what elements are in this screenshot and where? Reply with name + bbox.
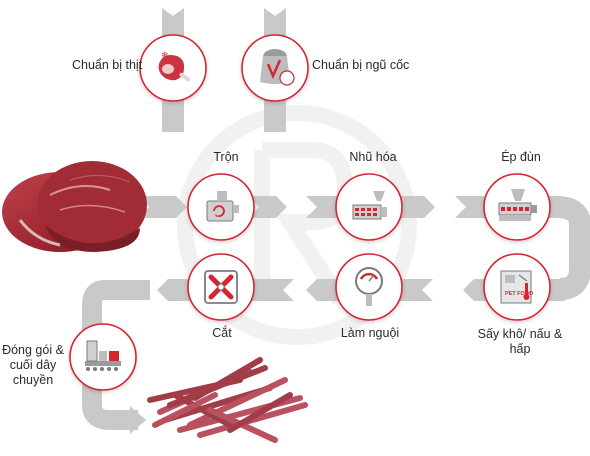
step-cool: [335, 253, 403, 321]
thermometer-gauge-icon: [355, 267, 383, 306]
label-cool: Làm nguội: [340, 326, 400, 340]
emulsifier-machine-icon: [352, 191, 387, 220]
raw-meat-image: [2, 161, 147, 252]
meat-snowflake-icon: ❄: [158, 51, 191, 82]
dryer-oven-icon: [500, 270, 532, 304]
pet-food-text: PET FOOD: [504, 291, 534, 297]
step-extrude: [483, 173, 551, 241]
label-extrude: Ép đùn: [501, 150, 541, 164]
label-dry: Sấy khô/ nấu & hấp: [477, 327, 563, 356]
step-prepare-meat: ❄: [139, 34, 207, 102]
product-sticks-image: [147, 357, 308, 443]
label-mixing: Trộn: [213, 150, 239, 164]
product-stick: [227, 392, 293, 433]
extruder-machine-icon: [498, 189, 537, 221]
step-package: [69, 323, 137, 391]
product-stick: [172, 392, 233, 428]
flow-arrow-to-emulsify: [248, 196, 287, 218]
product-stick: [152, 392, 218, 428]
label-prepare-meat: Chuẩn bị thịt: [72, 58, 143, 72]
svg-text:❄: ❄: [161, 51, 169, 61]
cutter-blade-icon: [204, 270, 238, 304]
product-stick: [192, 357, 263, 401]
packaging-line-icon: [85, 340, 121, 371]
u-turn-arrow-right: [555, 196, 590, 300]
step-mixing: [187, 173, 255, 241]
label-cut: Cắt: [212, 326, 232, 340]
step-prepare-grain: [241, 34, 309, 102]
mixer-machine-icon: [206, 191, 239, 222]
step-dry: [483, 253, 551, 321]
grain-sack-icon: [260, 49, 295, 86]
flow-arrow-to-mixing: [138, 196, 187, 218]
product-stick: [187, 377, 288, 428]
step-emulsify: [335, 173, 403, 241]
label-emulsify: Nhũ hóa: [349, 150, 397, 164]
label-package: Đóng gói & cuối dây chuyền: [2, 343, 64, 387]
step-cut: [187, 253, 255, 321]
label-prepare-grain: Chuẩn bị ngũ cốc: [312, 58, 410, 72]
